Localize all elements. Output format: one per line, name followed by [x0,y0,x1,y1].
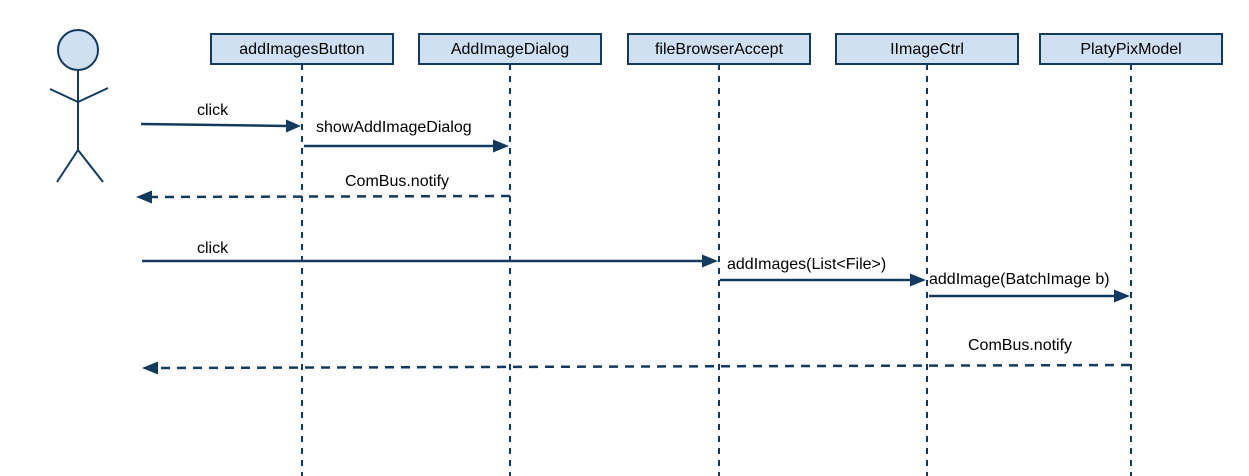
actor-right-arm [77,87,109,103]
message-line [157,363,1131,370]
actor-left-leg [56,149,79,183]
arrowhead-icon [493,139,509,153]
message-label: showAddImageDialog [316,119,472,136]
lifeline-label: IImageCtrl [890,41,964,58]
message-label: ComBus.notify [345,173,449,190]
message-add-image: addImage(BatchImage b) [929,271,1130,303]
lifeline-label: PlatyPixModel [1080,41,1181,58]
lifeline-add-image-dialog: AddImageDialog [418,33,602,476]
lifeline-label: fileBrowserAccept [655,41,784,58]
arrowhead-icon [1114,289,1130,303]
message-label: click [197,102,229,119]
lifeline-box [1039,33,1223,65]
message-label: addImage(BatchImage b) [929,271,1110,288]
message-combus-notify-1: ComBus.notify [136,173,511,204]
lifeline-box [418,33,602,65]
message-add-images: addImages(List<File>) [720,256,926,287]
message-label: addImages(List<File>) [727,256,886,273]
message-show-add-image-dialog: showAddImageDialog [304,119,509,153]
lifeline-box [835,33,1019,65]
lifeline-box [627,33,811,65]
message-combus-notify-2: ComBus.notify [142,337,1131,375]
lifeline-file-browser-accept: fileBrowserAccept [627,33,811,476]
actor-head [57,29,99,71]
message-label: ComBus.notify [968,337,1072,354]
arrowhead-icon [702,254,718,268]
actor-right-leg [77,149,104,183]
lifeline-label: addImagesButton [239,41,364,58]
message-line [151,194,511,199]
arrowhead-icon [136,190,152,204]
message-line [140,122,288,128]
lifeline-add-images-button: addImagesButton [210,33,394,476]
message-click-1: click [140,102,301,133]
lifeline-platy-pix-model: PlatyPixModel [1039,33,1223,476]
message-label: click [197,240,229,257]
arrowhead-icon [910,273,926,287]
actor-figure [49,29,109,183]
actor-left-arm [49,88,79,103]
lifeline-i-image-ctrl: IImageCtrl [835,33,1019,476]
arrowhead-icon [142,361,158,375]
lifeline-label: AddImageDialog [451,41,569,58]
message-click-2: click [142,240,718,268]
lifeline-box [210,33,394,65]
arrowhead-icon [286,119,301,133]
